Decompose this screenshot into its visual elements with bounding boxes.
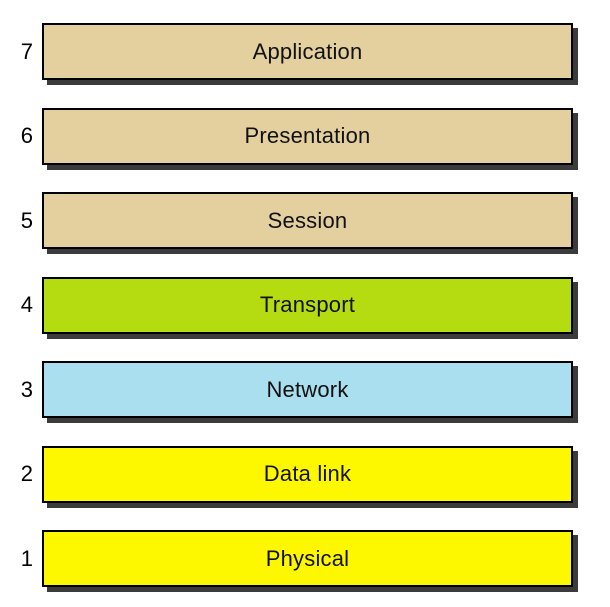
layer-row-session: 5 Session [0, 192, 610, 249]
layer-bar-presentation: Presentation [42, 107, 573, 165]
layer-label: Session [267, 207, 348, 233]
layer-number: 1 [20, 545, 33, 571]
layer-label: Application [252, 38, 363, 64]
layer-row-presentation: 6 Presentation [0, 107, 610, 165]
layer-row-network: 3 Network [0, 361, 610, 418]
layer-stack: 7 Application 6 Presentation 5 Session 4… [0, 23, 610, 587]
layer-number: 7 [20, 38, 33, 64]
layer-number: 2 [20, 461, 33, 486]
layer-label: Data link [263, 461, 352, 486]
layer-label: Transport [259, 292, 356, 317]
layer-row-application: 7 Application [0, 23, 610, 80]
layer-number: 3 [20, 376, 33, 402]
layer-row-transport: 4 Transport [0, 276, 610, 334]
layer-row-physical: 1 Physical [0, 530, 610, 587]
layer-bar-network: Network [42, 361, 573, 418]
layer-bar-session: Session [42, 192, 573, 249]
layer-row-datalink: 2 Data link [0, 445, 610, 503]
layer-number: 5 [20, 207, 33, 233]
layer-number: 4 [20, 292, 33, 317]
layer-number: 6 [20, 123, 33, 148]
layer-label: Presentation [244, 123, 371, 148]
layer-bar-application: Application [42, 23, 573, 80]
layer-label: Network [266, 376, 349, 402]
layer-bar-transport: Transport [42, 276, 573, 334]
layer-label: Physical [265, 545, 350, 571]
layer-bar-datalink: Data link [42, 445, 573, 503]
layer-bar-physical: Physical [42, 530, 573, 587]
